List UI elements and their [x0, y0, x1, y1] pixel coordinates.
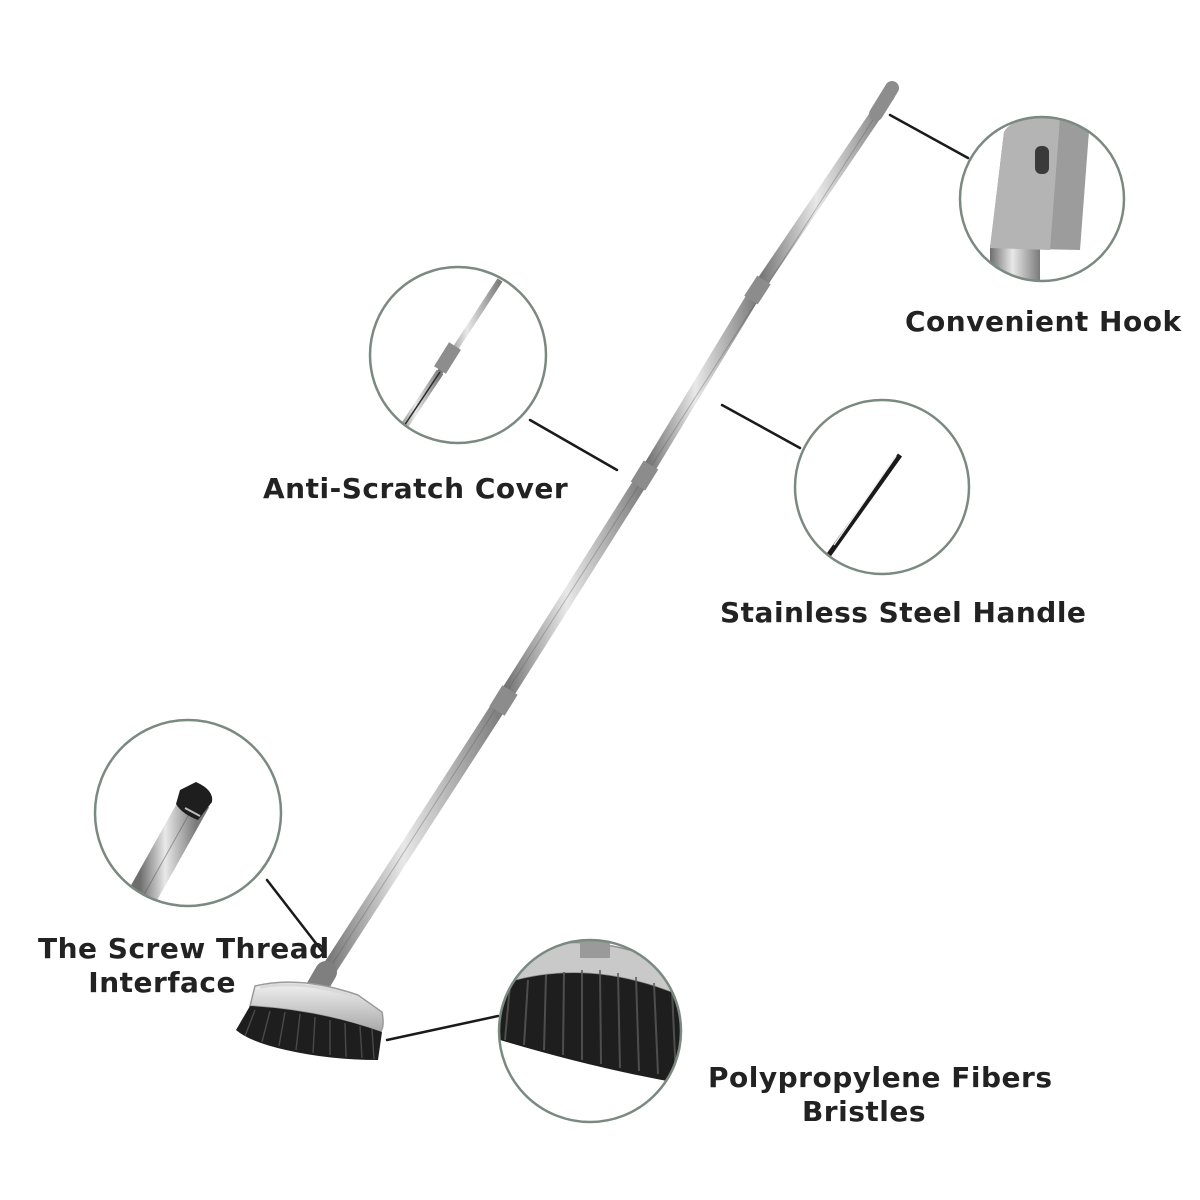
detail-circle-thread [93, 718, 283, 908]
detail-circle-cover [368, 265, 548, 445]
label-polypropylene-bristles: Polypropylene Fibers Bristles [708, 1061, 1053, 1129]
callout-line-handle [720, 403, 802, 450]
callout-line-hook [888, 113, 970, 160]
callout-line-cover [528, 418, 619, 472]
cover-sleeve [434, 342, 461, 374]
detail-circle-handle [793, 398, 971, 576]
label-screw-thread-line2: Interface [88, 966, 236, 999]
detail-circle-hook [958, 115, 1126, 283]
label-bristles-line1: Polypropylene Fibers [708, 1061, 1053, 1094]
pole-segment-top [751, 89, 895, 296]
label-screw-thread-interface: The Screw Thread Interface [38, 932, 330, 1000]
joint-sleeve [630, 460, 659, 491]
callout-line-thread [265, 878, 327, 957]
broom-illustration [236, 81, 899, 1060]
label-anti-scratch-cover: Anti-Scratch Cover [263, 472, 569, 505]
callout-lines [265, 113, 970, 1042]
pole-segment-lower [496, 468, 652, 707]
pole-segment-upper [638, 283, 764, 482]
hook-slot [1035, 146, 1049, 174]
label-screw-thread-line1: The Screw Thread [38, 932, 330, 965]
label-bristles-line2: Bristles [801, 1095, 927, 1128]
callout-line-bristles [385, 1014, 500, 1042]
joint-sleeve [744, 275, 771, 305]
hook-cap [869, 81, 899, 121]
label-stainless-steel-handle: Stainless Steel Handle [720, 596, 1087, 629]
detail-circle-bristles [497, 938, 683, 1124]
thread-cap [176, 782, 213, 820]
label-convenient-hook: Convenient Hook [905, 305, 1182, 338]
joint-sleeve [489, 685, 518, 716]
pole-segment-bottom [314, 692, 511, 988]
